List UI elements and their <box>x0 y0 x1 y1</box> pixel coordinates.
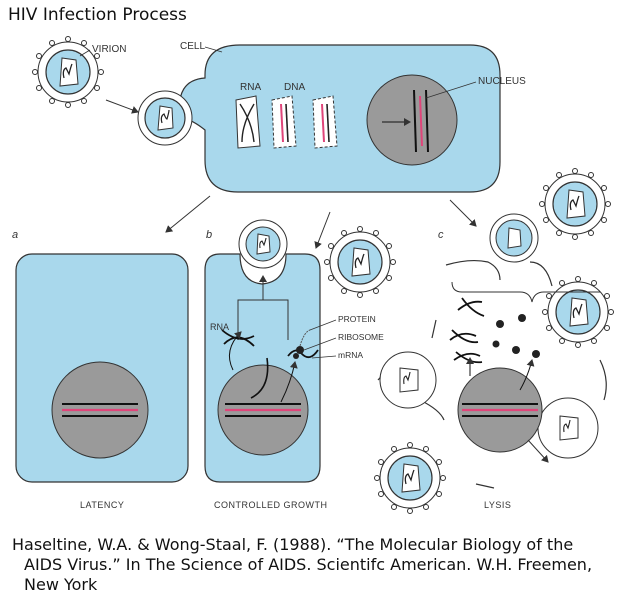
lysis-bracket <box>451 281 600 303</box>
rna-fragments <box>449 297 485 364</box>
dna-strand-dark-1 <box>285 103 289 143</box>
nucleus <box>366 74 458 166</box>
protein-leader <box>309 319 337 331</box>
mrna-label: mRNA <box>338 350 363 360</box>
panel-c-letter: c <box>438 229 444 241</box>
virion-label: VIRION <box>92 44 126 55</box>
lysis-virion-4 <box>379 351 437 409</box>
page-title: HIV Infection Process <box>8 5 187 25</box>
latency-caption: LATENCY <box>80 500 124 510</box>
cell-label-leader <box>204 46 223 53</box>
rna-capsid <box>235 95 261 149</box>
nucleus-label-leader <box>425 81 477 99</box>
arrow-to-b <box>314 211 331 249</box>
cell-label: CELL <box>180 41 205 52</box>
ribosome-leader <box>303 337 337 351</box>
ribosomes-c <box>492 314 540 358</box>
lysis-arrow <box>527 439 549 463</box>
entry-arrow <box>105 99 139 114</box>
virion-label-leader <box>79 49 91 57</box>
arrow-to-a <box>165 195 211 233</box>
nucleus-label: NUCLEUS <box>478 76 526 87</box>
mrna-leader <box>311 355 337 359</box>
dna-strand-pink-2 <box>321 103 325 143</box>
protein-label: PROTEIN <box>338 314 376 324</box>
nucleus-dna-pink <box>419 95 423 147</box>
citation-line-3: New York <box>24 575 98 594</box>
lysis-virion-6 <box>374 442 446 514</box>
panel-b-letter: b <box>206 229 212 241</box>
released-virion-b <box>324 226 396 298</box>
lysis-nucleus <box>457 357 543 453</box>
latent-nucleus <box>51 361 149 459</box>
lysis-virion-3 <box>542 276 614 348</box>
lysis-virion-5 <box>537 397 599 459</box>
rna-strands <box>239 103 255 143</box>
panel-a-letter: a <box>12 229 18 241</box>
dna-strand-pink-1 <box>280 103 284 143</box>
citation-line-1: Haseltine, W.A. & Wong-Staal, F. (1988).… <box>12 535 574 554</box>
ribosome-label: RIBOSOME <box>338 332 384 342</box>
dna-capsid-1 <box>271 95 297 149</box>
dna-strand-dark-2 <box>326 103 330 143</box>
controlled-growth-caption: CONTROLLED GROWTH <box>214 500 328 510</box>
dna-capsid-2 <box>312 95 338 149</box>
entering-virion <box>137 90 193 146</box>
hiv-infection-diagram: VIRION CELL RNA DNA NUCLEUS a LATENCY b <box>12 36 614 514</box>
rna-label: RNA <box>240 82 261 93</box>
rna-b-label: RNA <box>210 322 229 332</box>
citation-line-2: AIDS Virus.” In The Science of AIDS. Sci… <box>24 555 593 574</box>
dna-label: DNA <box>284 82 305 93</box>
lysis-caption: LYSIS <box>484 500 511 510</box>
lysis-virion-1 <box>489 213 539 263</box>
arrow-to-c <box>449 199 477 227</box>
lysis-virion-2 <box>539 168 611 240</box>
ribosome <box>287 329 319 359</box>
nucleus-dna-2 <box>425 89 429 153</box>
nucleus-dna-1 <box>413 89 417 153</box>
growth-nucleus <box>217 331 309 456</box>
budding-virion <box>238 219 288 269</box>
citation: Haseltine, W.A. & Wong-Staal, F. (1988).… <box>12 535 617 595</box>
